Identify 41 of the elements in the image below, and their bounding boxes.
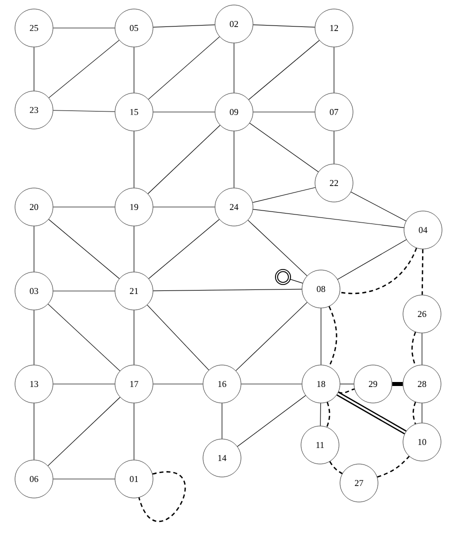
connector-line [248,220,308,276]
connector-line [138,471,186,522]
connector-line [252,187,316,203]
connector-line [340,248,418,294]
connector-line [350,192,406,222]
connector-line [52,478,116,480]
connector-line [336,392,406,434]
connector-line [411,332,416,366]
connector-line [338,388,355,394]
connector-line [326,402,330,428]
connector-line [328,306,338,367]
connector-line [152,206,216,208]
connector-line [412,402,416,424]
connector-line [148,36,220,100]
connector-line [52,206,116,208]
connector-line [48,219,120,279]
ring-node [275,269,291,285]
connector-line [52,110,116,112]
connector-line [236,302,308,371]
connector-line [337,239,407,280]
connector-line [152,24,216,28]
connector-line [289,278,303,284]
connector-line [48,40,120,98]
connector-line [48,304,120,372]
connector-line [249,122,319,172]
connector-line [152,288,302,292]
connector-line [48,396,120,466]
connector-line [422,249,424,295]
connector-line [320,402,321,426]
connector-line [237,395,306,447]
connector-line [148,219,220,279]
connector-line [329,461,343,474]
connector-line [146,304,210,370]
connector-line [52,290,116,292]
connector-line [377,456,410,478]
connector-line [320,308,322,366]
connector-line [248,40,320,100]
connector-line [392,382,403,386]
connector-line [148,124,220,194]
connector-line [252,24,316,28]
connector-line [252,209,404,228]
